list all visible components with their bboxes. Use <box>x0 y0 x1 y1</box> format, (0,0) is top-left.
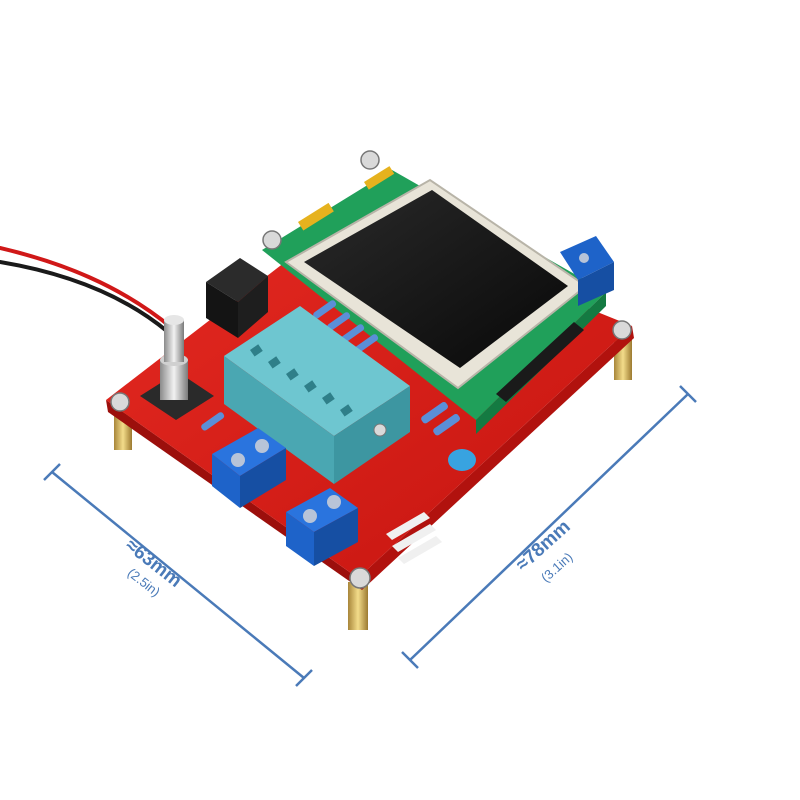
terminal-block-right <box>560 236 614 306</box>
lcd-display-module <box>262 150 606 434</box>
terminal-block-center <box>286 488 358 566</box>
lcd-screen <box>304 190 568 368</box>
power-wires <box>0 246 174 334</box>
resistor-array <box>201 300 460 436</box>
corner-screws <box>110 320 632 589</box>
capacitor <box>448 449 476 471</box>
zif-socket <box>224 306 410 484</box>
terminal-block-left <box>212 428 286 508</box>
dc-power-jack <box>206 258 268 338</box>
dimension-lines <box>43 385 697 687</box>
test-pads <box>386 512 442 564</box>
rotary-encoder <box>140 315 214 420</box>
